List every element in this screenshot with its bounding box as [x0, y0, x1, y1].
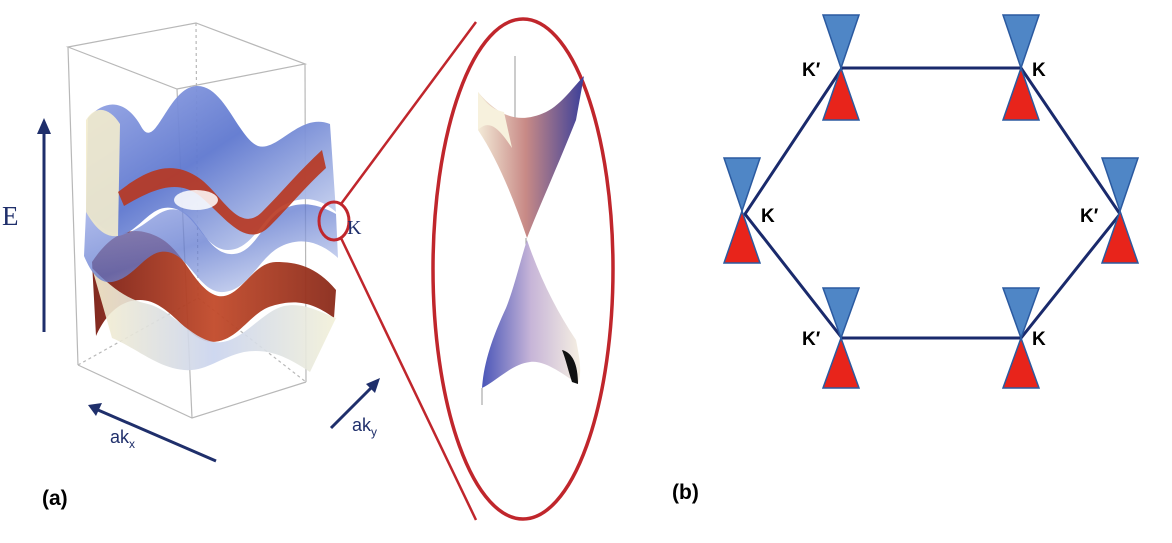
- vertex-label: K′: [1080, 206, 1099, 227]
- lower-band-surface: [92, 231, 336, 372]
- vertex-label: K: [1032, 329, 1046, 350]
- panel-a-label: (a): [42, 487, 68, 510]
- dirac-cone-icon: [1001, 14, 1041, 121]
- energy-axis-arrow: [37, 118, 51, 332]
- k-point-label: K: [347, 217, 362, 239]
- dirac-cone-zoom: [478, 56, 584, 405]
- zoom-connector-bottom: [339, 237, 478, 521]
- vertex-label: K′: [802, 329, 821, 350]
- vertex-label: K: [1032, 60, 1046, 81]
- energy-axis-label: E: [2, 201, 19, 231]
- ky-axis-arrow: [329, 378, 380, 430]
- dirac-cone-icon: [821, 287, 861, 389]
- hexagon-brillouin-zone: [743, 66, 1122, 340]
- ky-axis-label: aky: [352, 415, 377, 439]
- dirac-cone-icon: [1100, 157, 1140, 264]
- panel-b-label: (b): [672, 481, 699, 504]
- dirac-cone-icon: [821, 14, 861, 121]
- upper-band-surface: [84, 85, 338, 293]
- k-point-highlight-circle: [317, 200, 351, 242]
- panel-a: E akx aky K (a): [2, 17, 615, 521]
- kx-axis-arrow: [88, 403, 217, 463]
- vertex-label: K: [761, 206, 775, 227]
- zoom-connector-top: [339, 21, 478, 205]
- dirac-cone-icon: [1001, 287, 1041, 389]
- dirac-cone-icon: [722, 157, 762, 264]
- kx-axis-label: akx: [110, 427, 135, 451]
- panel-b: K′ K K K′ K′ K (b): [672, 14, 1140, 504]
- vertex-label: K′: [802, 60, 821, 81]
